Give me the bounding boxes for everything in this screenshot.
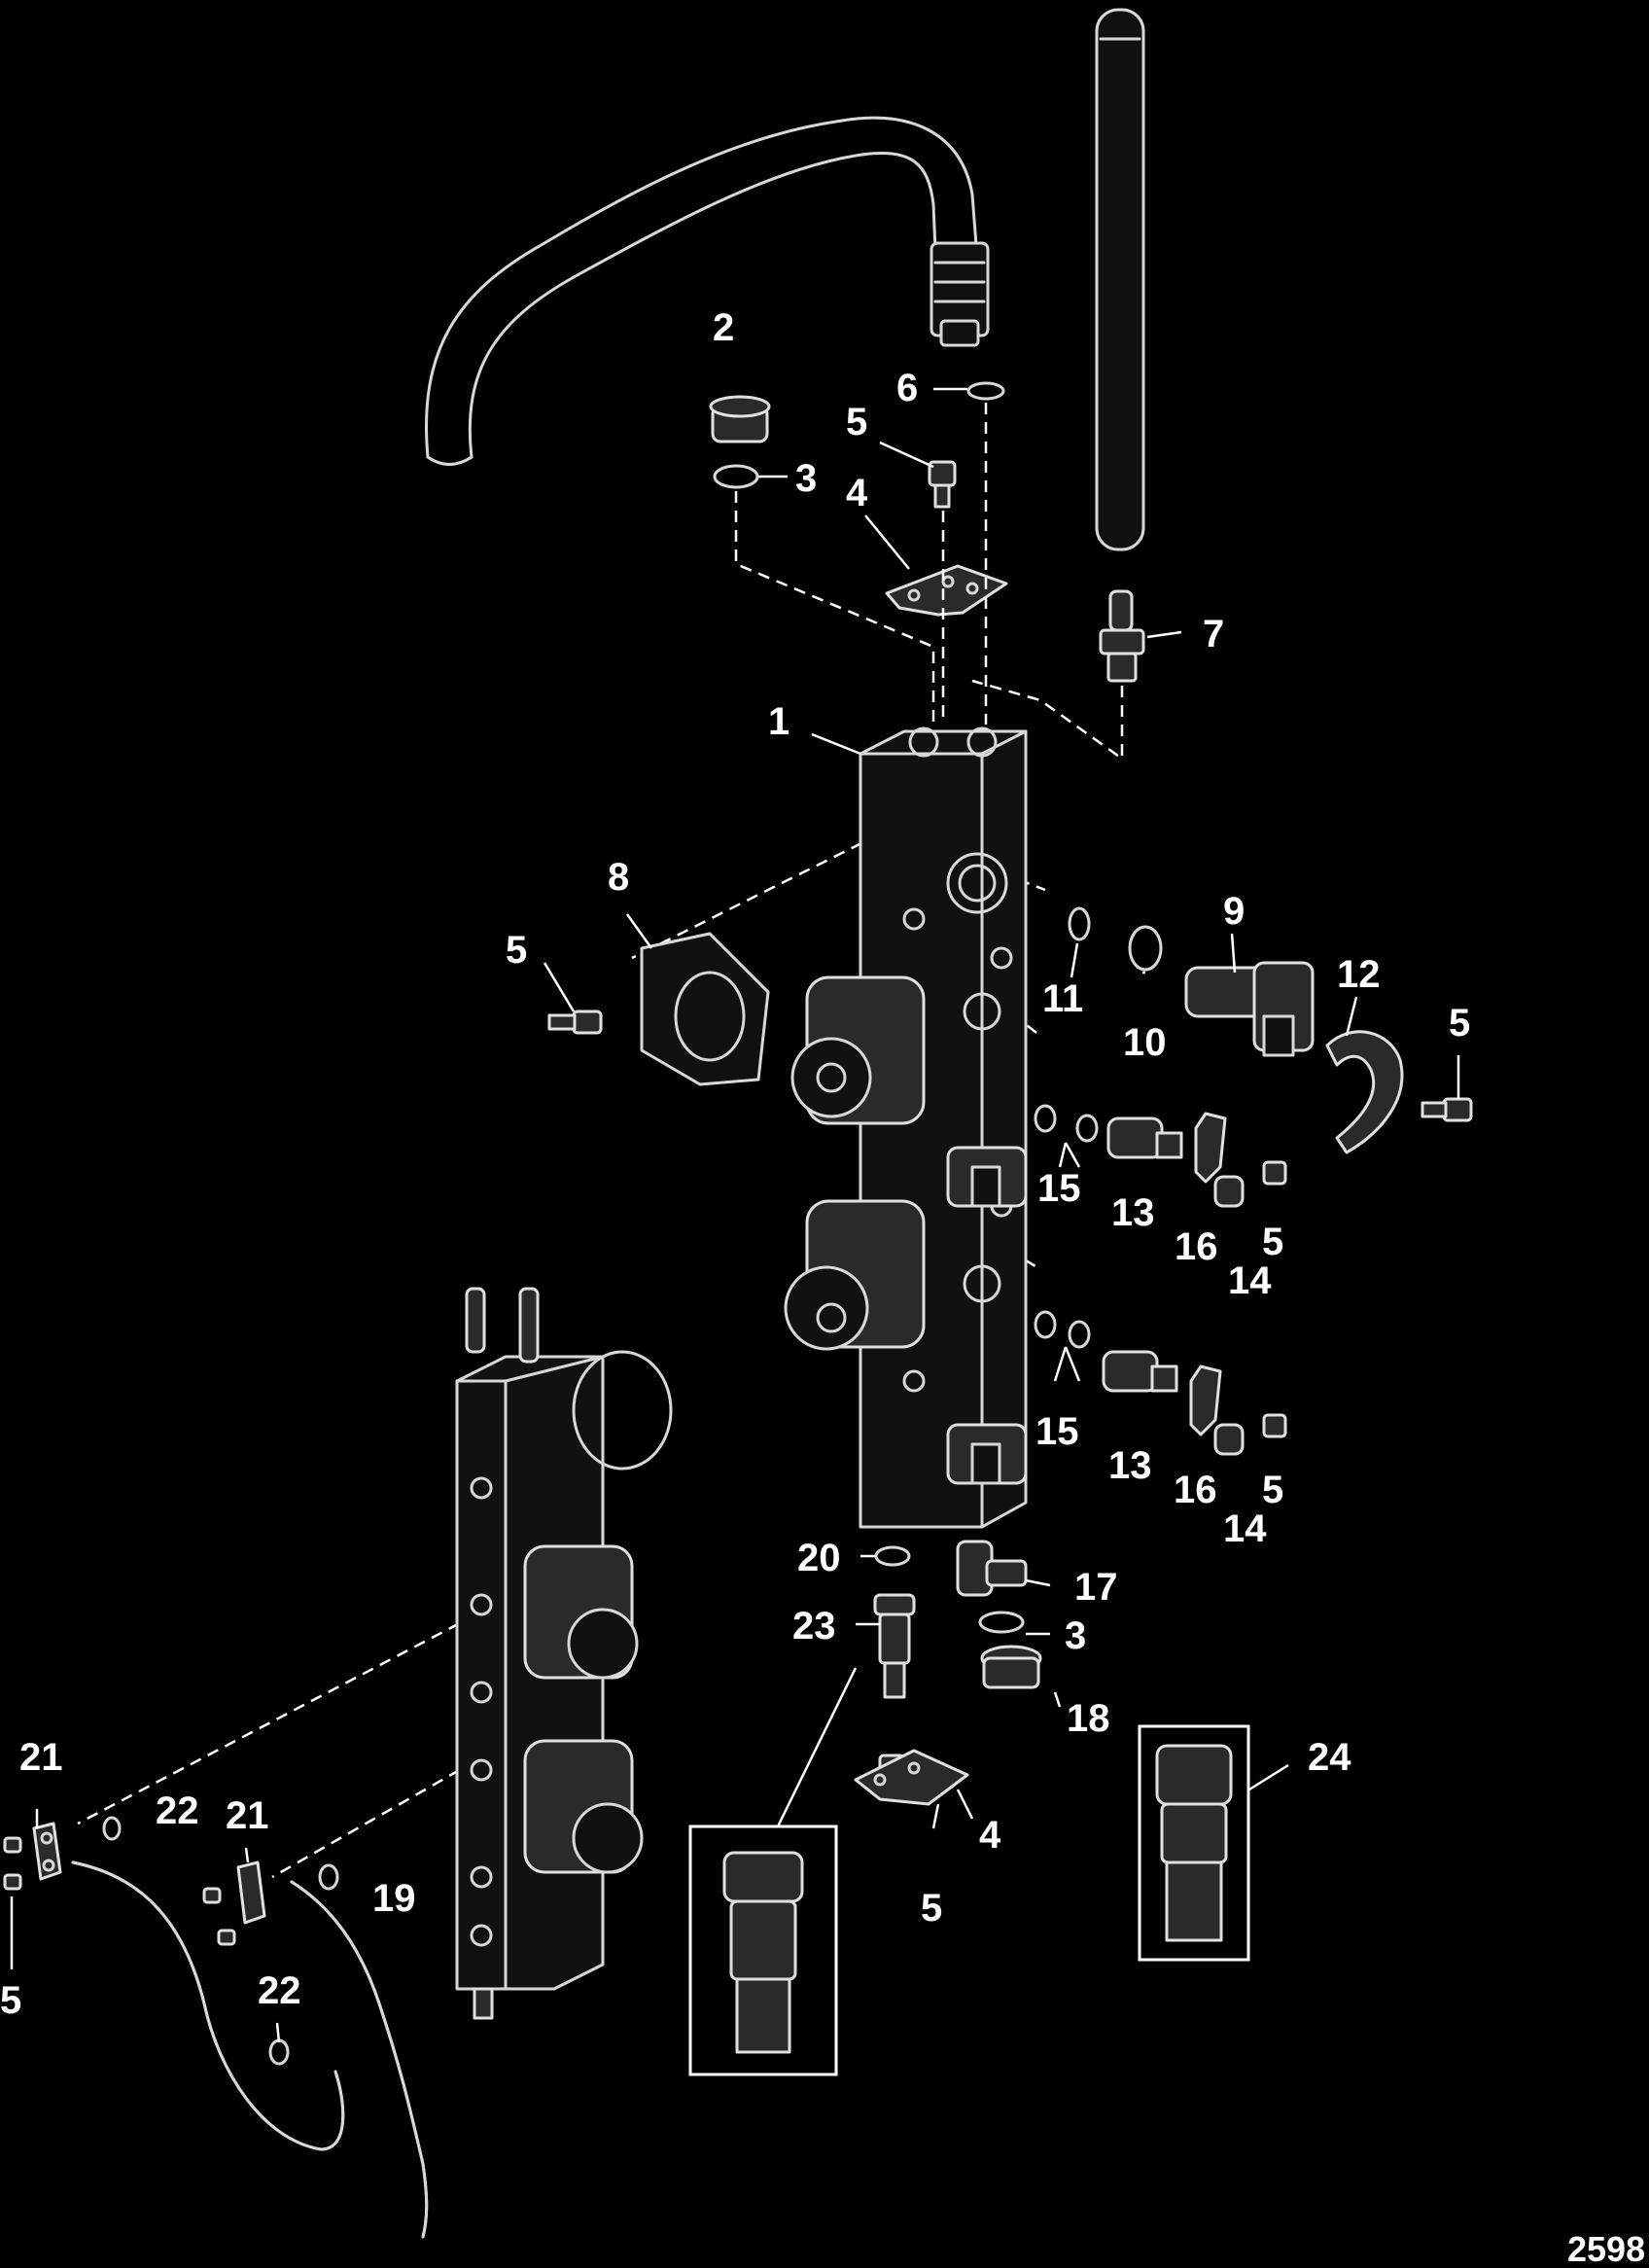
- callout-18: 18: [1067, 1697, 1110, 1740]
- callout-labels: 1 2 3 3 4 4 5 5 5 5 5 5 5 5 6 7 8 9 10 1…: [0, 306, 1470, 2022]
- bracket-part-4-top: [885, 564, 1008, 617]
- screw-part-5-left-b: [3, 1873, 22, 1891]
- callout-5: 5: [1262, 1221, 1283, 1263]
- callout-2: 2: [713, 306, 734, 349]
- callout-9: 9: [1223, 890, 1245, 933]
- o-ring-part-10: [1128, 925, 1163, 972]
- bracket-part-4-bottom: [854, 1749, 969, 1806]
- callout-14: 14: [1223, 1507, 1267, 1550]
- o-ring-part-20: [874, 1545, 911, 1567]
- callout-21: 21: [19, 1736, 63, 1779]
- callout-17: 17: [1074, 1566, 1118, 1609]
- callout-1: 1: [768, 700, 789, 743]
- callout-3: 3: [1065, 1614, 1086, 1657]
- callout-23: 23: [792, 1605, 836, 1648]
- actuator-lower: [784, 1199, 926, 1351]
- detail-box-part-23: [688, 1667, 858, 2076]
- callout-16: 16: [1174, 1469, 1217, 1511]
- clip-part-16-upper: [1194, 1112, 1227, 1184]
- callout-5: 5: [506, 929, 527, 972]
- callout-5: 5: [846, 401, 867, 443]
- screw-part-5-top: [928, 460, 957, 509]
- clip-part-16-lower: [1189, 1364, 1222, 1436]
- leader-lines: [10, 387, 1460, 2043]
- plug-part-18: [980, 1645, 1042, 1689]
- screw-part-5-right: [1421, 1097, 1473, 1122]
- callout-22: 22: [258, 1969, 301, 2012]
- callout-6: 6: [896, 367, 918, 409]
- callout-22: 22: [156, 1790, 199, 1832]
- clip-part-12: [1325, 1030, 1404, 1154]
- o-ring-part-3-top: [713, 464, 759, 489]
- callout-11: 11: [1042, 977, 1083, 1020]
- o-ring-part-22-top: [102, 1816, 122, 1841]
- clip-part-21-left: [32, 1822, 62, 1881]
- screw-part-5-gasket: [547, 1010, 603, 1035]
- o-ring-part-6: [966, 381, 1005, 401]
- callout-12: 12: [1337, 953, 1381, 996]
- callout-5: 5: [0, 1979, 21, 2022]
- callout-7: 7: [1203, 613, 1224, 656]
- callout-24: 24: [1308, 1736, 1351, 1779]
- actuator-upper: [790, 975, 926, 1125]
- elbow-part-17: [956, 1540, 1028, 1597]
- sensor-part-13-lower: [1102, 1350, 1178, 1393]
- hose-vertical: [1095, 8, 1145, 551]
- callout-5: 5: [1262, 1469, 1283, 1511]
- clip-part-21-right: [236, 1860, 266, 1925]
- callout-21: 21: [226, 1794, 269, 1837]
- callout-4: 4: [979, 1814, 1001, 1857]
- nut-part-14-upper: [1213, 1175, 1245, 1208]
- hose-lower-left: [71, 1860, 345, 2151]
- hose-lower-right: [290, 1880, 429, 2239]
- o-ring-part-19: [318, 1863, 339, 1891]
- sensor-part-13-upper: [1106, 1116, 1183, 1159]
- sensor-part-9: [1184, 961, 1315, 1057]
- callout-4: 4: [846, 472, 868, 514]
- callout-3: 3: [795, 457, 817, 500]
- nut-part-14-lower: [1213, 1423, 1245, 1456]
- callout-20: 20: [797, 1537, 841, 1579]
- sensor-upper: [946, 1146, 1028, 1208]
- valve-block-part-1: [859, 726, 1028, 1529]
- screw-part-5-mid1: [1262, 1160, 1287, 1186]
- o-ring-part-15-b: [1075, 1114, 1099, 1143]
- o-ring-part-15-d: [1068, 1320, 1091, 1349]
- o-ring-part-15-c: [1034, 1310, 1057, 1339]
- callout-15: 15: [1035, 1410, 1079, 1453]
- hose-upper: [425, 116, 990, 466]
- callout-15: 15: [1037, 1167, 1081, 1210]
- o-ring-part-15-a: [1034, 1104, 1057, 1133]
- valve-block-reference-view: [455, 1287, 673, 2020]
- screw-part-5-left-c: [202, 1887, 222, 1904]
- callout-13: 13: [1111, 1191, 1155, 1234]
- sensor-lower: [946, 1423, 1028, 1485]
- callout-19: 19: [372, 1877, 416, 1920]
- o-ring-part-22-bottom: [268, 2038, 290, 2066]
- o-ring-part-3-bottom: [978, 1611, 1025, 1634]
- o-ring-part-11: [1068, 906, 1091, 941]
- screw-part-5-mid2: [1262, 1413, 1287, 1438]
- fitting-part-7: [1099, 589, 1145, 683]
- callout-13: 13: [1108, 1444, 1152, 1487]
- figure-reference-number: 2598: [1567, 2229, 1645, 2268]
- detail-box-part-24: [1138, 1724, 1250, 1962]
- callout-14: 14: [1228, 1259, 1272, 1302]
- callout-5: 5: [1449, 1002, 1470, 1045]
- callout-16: 16: [1175, 1225, 1218, 1268]
- screw-part-5-left-d: [217, 1929, 236, 1946]
- callout-5: 5: [921, 1887, 942, 1930]
- screw-part-5-left-a: [3, 1836, 22, 1854]
- plug-part-2: [709, 395, 771, 443]
- callout-10: 10: [1123, 1021, 1167, 1064]
- gasket-part-8: [640, 932, 770, 1086]
- callout-8: 8: [608, 856, 629, 899]
- fitting-part-23: [873, 1593, 916, 1699]
